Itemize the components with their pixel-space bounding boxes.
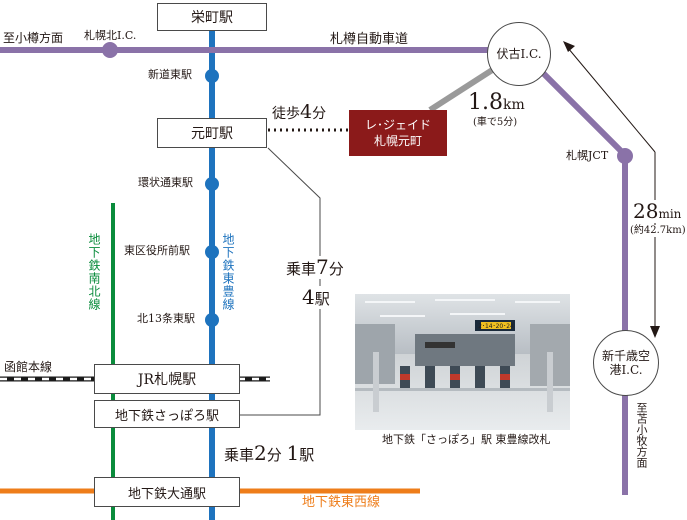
photo-caption: 地下鉄「さっぽろ」駅 東豊線改札 (382, 433, 551, 446)
ride-odori-value: 2 (254, 441, 267, 465)
label-sapporo-kita-ic: 札幌北I.C. (84, 29, 137, 42)
label-expressway: 札樽自動車道 (330, 32, 409, 47)
property-name-line2: 札幌元町 (373, 134, 422, 148)
ic-dot-sapporo-kita (102, 42, 118, 58)
station-subway-sapporo: 地下鉄さっぽろ駅 (94, 400, 240, 428)
label-kita13: 北13条東駅 (137, 312, 195, 325)
airport-value: 28 (633, 199, 659, 223)
airport-arrow-diag (567, 47, 656, 153)
distance-unit: km (503, 97, 525, 113)
photo-sign-text: 2･14･20･24 (478, 323, 514, 330)
airport-note: (約42.7km) (630, 225, 686, 237)
jct-dot-sapporo (617, 148, 633, 164)
station-dot-kanjodori (205, 177, 219, 191)
arrowhead-down (650, 326, 660, 338)
ride-motomachi-stops-unit: 駅 (314, 290, 330, 308)
label-hakodate-line: 函館本線 (4, 360, 53, 374)
label-tozai-line: 地下鉄東西線 (302, 495, 381, 510)
walk-unit: 分 (312, 106, 327, 122)
ride-motomachi-value: 7 (316, 255, 329, 279)
station-odori: 地下鉄大通駅 (94, 477, 240, 507)
property-name-line1: レ･ジェイド (364, 117, 431, 132)
label-toho-line: 地下鉄東豊線 (221, 233, 235, 311)
ic-fushiko: 伏古I.C. (487, 22, 551, 86)
ticket-gate-illustration: 2･14･20･24 (355, 294, 570, 430)
ride-odori-stops: 1 (286, 441, 300, 465)
ride-motomachi-stops: 4駅 (302, 286, 330, 309)
station-jr-sapporo: JR札幌駅 (94, 364, 240, 394)
ride-odori-stops-unit: 駅 (299, 446, 315, 464)
ride-odori: 乗車2分 1駅 (224, 442, 314, 465)
arrowhead-up (563, 41, 575, 52)
label-namboku-line: 地下鉄南北線 (87, 233, 101, 311)
airport-unit: min (658, 207, 682, 221)
label-to-otaru: 至小樽方面 (3, 31, 64, 45)
label-kanjodori: 環状通東駅 (138, 176, 193, 189)
ride-odori-unit: 分 (266, 446, 282, 464)
label-higashikuyakusho: 東区役所前駅 (124, 244, 190, 257)
distance-value: 1.8 (468, 90, 503, 115)
station-dot-higashikuyakusho (205, 245, 219, 259)
label-shindohigashi: 新道東駅 (148, 68, 192, 81)
ride-motomachi-prefix: 乗車 (286, 260, 317, 278)
distance-note: (車で5分) (473, 117, 518, 128)
ticket-gate-photo: 2･14･20･24 (355, 294, 570, 430)
station-motomachi: 元町駅 (157, 118, 267, 148)
access-road (428, 62, 502, 113)
station-sakaemachi: 栄町駅 (157, 3, 267, 31)
label-sapporo-jct: 札幌JCT (566, 149, 609, 162)
property-marker: レ･ジェイド 札幌元町 (349, 110, 447, 156)
ride-motomachi-stops-value: 4 (302, 285, 315, 309)
distance-ic: 1.8km (468, 90, 525, 115)
ic-shinchitose: 新千歳空港I.C. (593, 330, 659, 396)
airport-time: 28min (633, 199, 682, 223)
ride-motomachi-unit: 分 (328, 260, 344, 278)
walk-value: 4 (300, 101, 313, 123)
station-dot-kita13 (205, 313, 219, 327)
label-to-tomakomai: 至苫小牧方面 (635, 402, 648, 468)
ride-odori-prefix: 乗車 (224, 446, 255, 464)
ride-motomachi-time: 乗車7分 (286, 256, 344, 279)
ic-shinchitose-label: 新千歳空港I.C. (601, 348, 650, 377)
walk-prefix: 徒歩 (272, 106, 300, 122)
walk-time: 徒歩4分 (272, 101, 327, 124)
ride-bracket (240, 147, 321, 416)
station-dot-shindohigashi (205, 69, 219, 83)
